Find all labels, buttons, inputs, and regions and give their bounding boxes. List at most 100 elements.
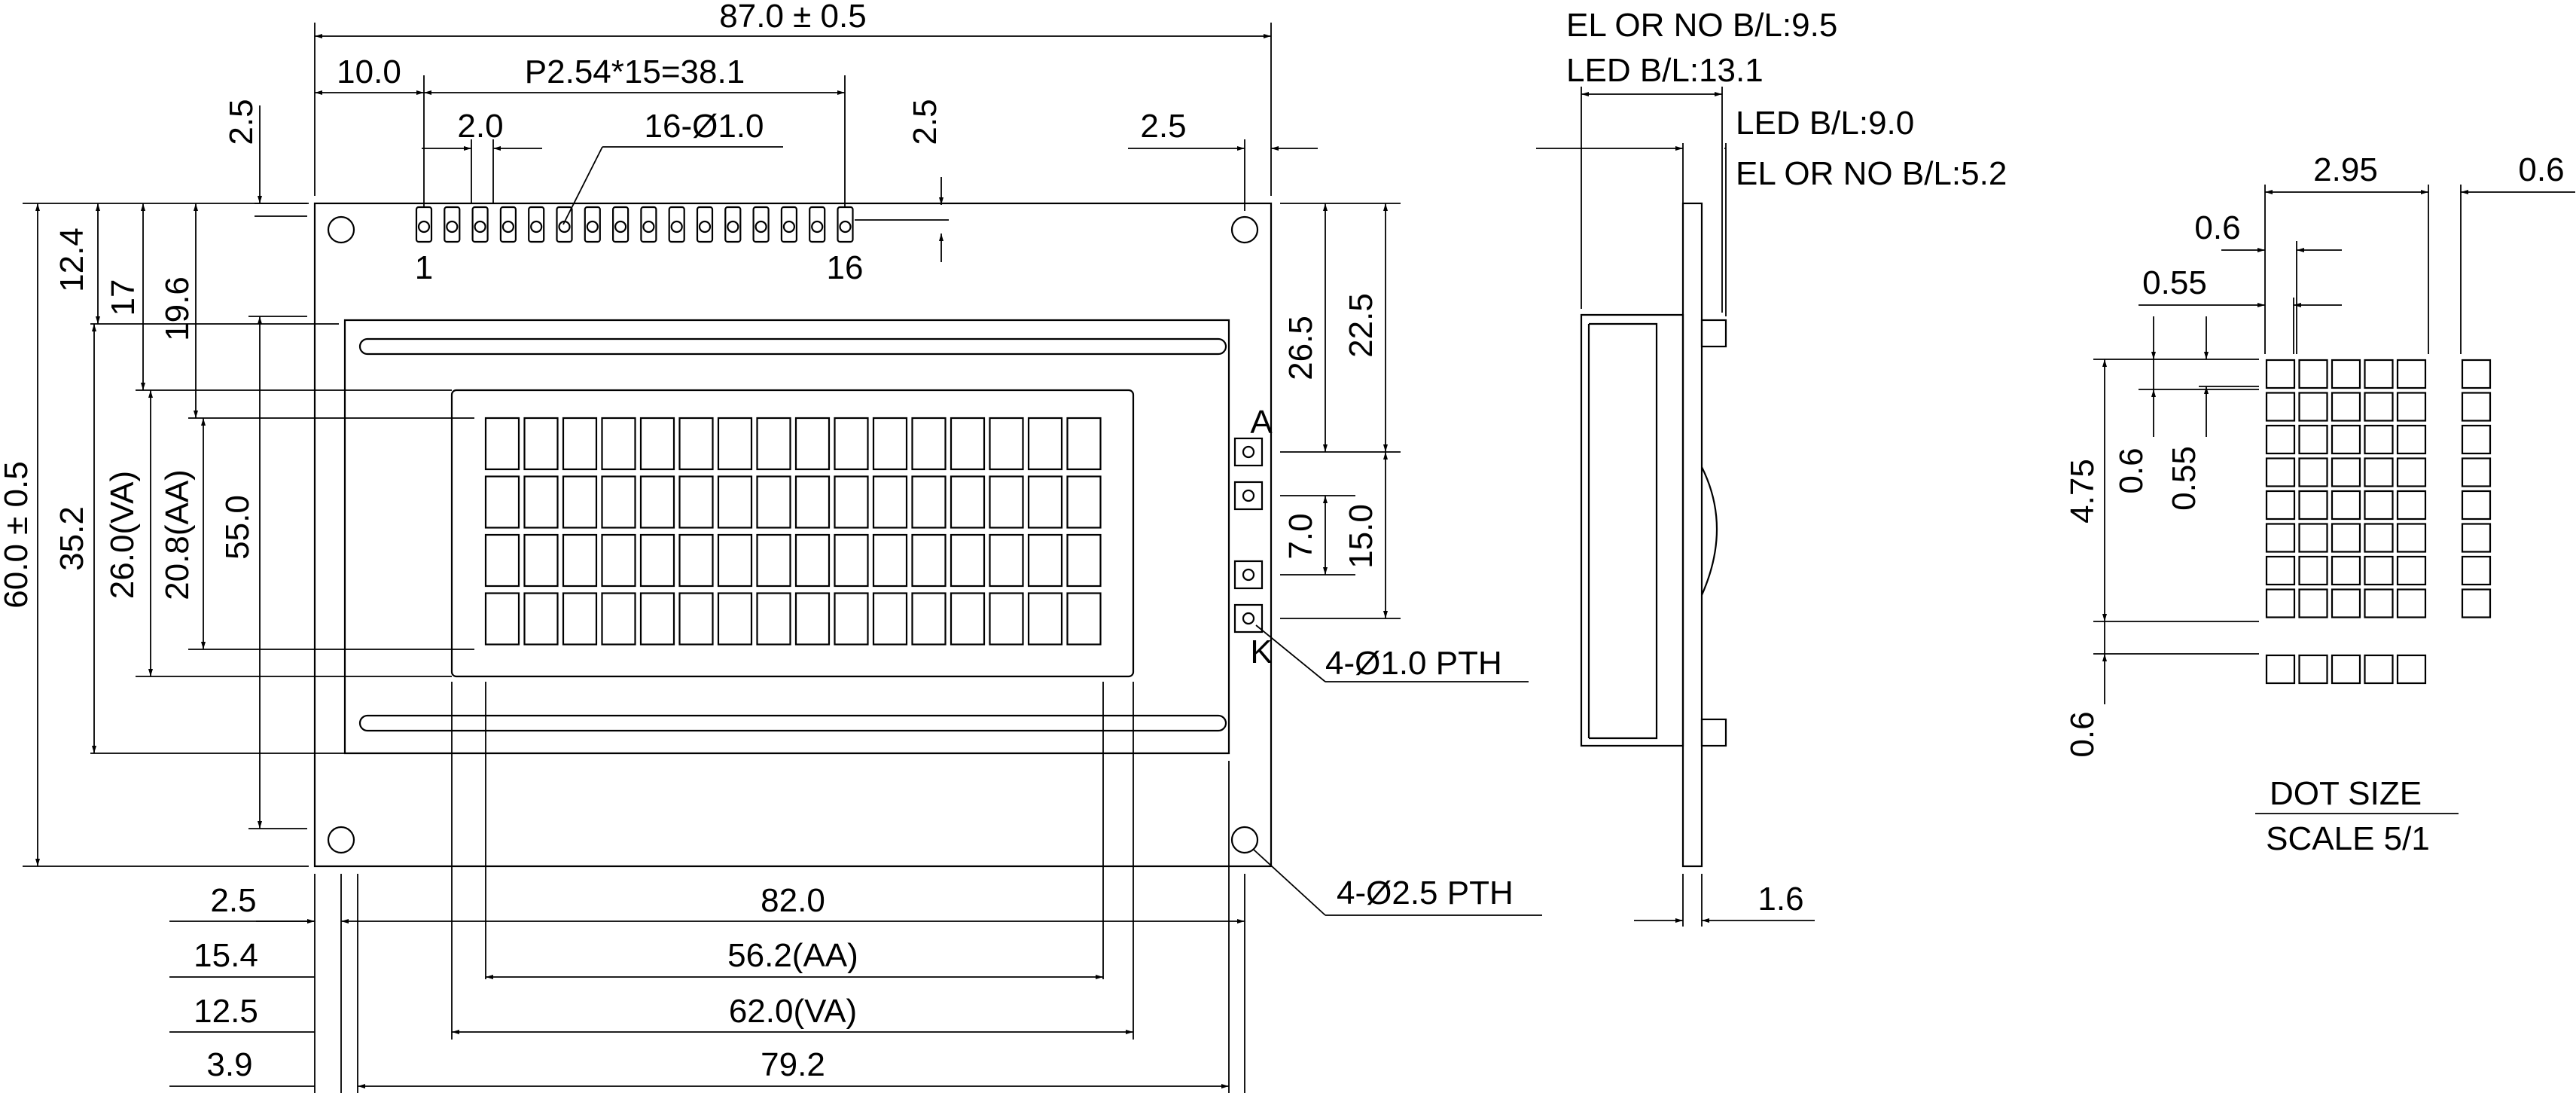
dim-26-5-label: 26.5 bbox=[1282, 316, 1319, 380]
pcb-outline bbox=[313, 202, 1273, 868]
character-cell bbox=[911, 533, 947, 588]
dot-cell-next bbox=[2461, 392, 2492, 422]
pin-holes-label: 16-Ø1.0 bbox=[645, 108, 764, 145]
bottom-dimensions: 2.5 82.0 15.4 56.2(AA) 12.5 62.0(VA) 3.9… bbox=[169, 682, 1245, 1093]
dot-cell bbox=[2265, 490, 2296, 521]
pin-pad bbox=[752, 206, 770, 243]
dot-cell bbox=[2364, 555, 2394, 586]
character-grid bbox=[484, 417, 1102, 646]
anode-label: A bbox=[1250, 404, 1273, 441]
dot-cell bbox=[2298, 523, 2328, 553]
character-cell bbox=[678, 592, 714, 646]
character-cell bbox=[601, 475, 636, 529]
character-cell bbox=[523, 417, 559, 471]
character-cell bbox=[911, 592, 947, 646]
character-cell bbox=[601, 417, 636, 471]
dot-cell bbox=[2364, 523, 2394, 553]
dot-cell bbox=[2298, 392, 2328, 422]
led-total-label: LED B/L:13.1 bbox=[1566, 52, 1764, 89]
b-12-5-label: 12.5 bbox=[194, 993, 258, 1030]
led-hole-k bbox=[1242, 612, 1255, 625]
pin-hole bbox=[727, 220, 739, 234]
character-cell bbox=[562, 475, 598, 529]
character-cell bbox=[989, 592, 1024, 646]
led-pad-a bbox=[1233, 437, 1264, 467]
led-hole-a bbox=[1242, 445, 1255, 459]
overall-width-label: 87.0 ± 0.5 bbox=[719, 0, 866, 35]
dot-cell bbox=[2396, 588, 2427, 618]
dim-15-label: 15.0 bbox=[1343, 504, 1379, 569]
character-cell bbox=[601, 592, 636, 646]
mount-hole-br bbox=[1230, 826, 1259, 854]
b-aa-label: 56.2(AA) bbox=[727, 937, 858, 974]
pin-pad bbox=[584, 206, 601, 243]
dot-cell bbox=[2331, 359, 2361, 389]
pin-pad bbox=[640, 206, 657, 243]
character-cell bbox=[523, 533, 559, 588]
dot-cell bbox=[2331, 490, 2361, 521]
character-cell bbox=[834, 475, 869, 529]
b-82-label: 82.0 bbox=[761, 882, 825, 919]
dot-cell bbox=[2396, 523, 2427, 553]
pin-pad bbox=[696, 206, 714, 243]
dot-size-view: 2.95 0.6 0.6 0.55 4.75 0.6 0.55 0.6 DOT … bbox=[2064, 151, 2575, 857]
dim-17-label: 17 bbox=[105, 279, 142, 316]
led-pad-3 bbox=[1233, 560, 1264, 590]
character-cell bbox=[834, 592, 869, 646]
dim-12-4-label: 12.4 bbox=[53, 227, 90, 292]
pin-pad bbox=[499, 206, 517, 243]
pin-top-label: 2.5 bbox=[223, 99, 260, 145]
side-pcb bbox=[1681, 202, 1703, 868]
dot-cell bbox=[2265, 523, 2296, 553]
dot-cell bbox=[2331, 588, 2361, 618]
dot-cell bbox=[2298, 359, 2328, 389]
side-lcd-glass bbox=[1589, 322, 1658, 740]
dot-cell bbox=[2298, 588, 2328, 618]
dot-cell bbox=[2396, 555, 2427, 586]
dot-cell bbox=[2396, 392, 2427, 422]
dim-19-6-label: 19.6 bbox=[159, 276, 196, 341]
led-hole-2 bbox=[1242, 489, 1255, 502]
pin-hole bbox=[474, 220, 486, 234]
dot-cell bbox=[2265, 392, 2296, 422]
dot-cell-next bbox=[2461, 424, 2492, 455]
side-component bbox=[1700, 466, 1718, 596]
character-cell bbox=[872, 417, 908, 471]
dot-cell bbox=[2265, 424, 2296, 455]
b-3-9-label: 3.9 bbox=[206, 1046, 252, 1083]
top-dimensions: 87.0 ± 0.5 10.0 P2.54*15=38.1 2.0 16-Ø1.… bbox=[223, 0, 1318, 286]
pin-offset-label: 10.0 bbox=[337, 53, 401, 90]
pin-hole bbox=[755, 220, 767, 234]
dot-v-0-55-label: 0.55 bbox=[2166, 446, 2203, 511]
pin-hole bbox=[501, 220, 515, 234]
side-pin-bottom bbox=[1700, 718, 1727, 747]
character-cell bbox=[872, 533, 908, 588]
character-cell bbox=[794, 417, 831, 471]
character-cell bbox=[872, 592, 908, 646]
character-cell bbox=[1027, 533, 1063, 588]
dot-cell bbox=[2298, 490, 2328, 521]
bezel bbox=[343, 319, 1230, 755]
led-pad-k bbox=[1233, 603, 1264, 634]
character-cell bbox=[562, 417, 598, 471]
character-cell bbox=[484, 417, 520, 471]
character-cell bbox=[562, 533, 598, 588]
dot-v-0-6-label: 0.6 bbox=[2113, 447, 2150, 493]
character-cell bbox=[989, 475, 1024, 529]
pin-hole bbox=[811, 220, 824, 234]
dim-35-2-label: 35.2 bbox=[53, 506, 90, 571]
character-cell bbox=[872, 475, 908, 529]
dot-matrix bbox=[2265, 359, 2492, 685]
pin-hole bbox=[782, 220, 796, 234]
pin-pad bbox=[724, 206, 742, 243]
pin-pitch-label: P2.54*15=38.1 bbox=[525, 53, 745, 90]
led-pad-2 bbox=[1233, 481, 1264, 511]
cursor-dot-cell bbox=[2331, 654, 2361, 685]
el-module-label: EL OR NO B/L:5.2 bbox=[1736, 155, 2007, 192]
pin-pad bbox=[556, 206, 573, 243]
dot-cell-next bbox=[2461, 359, 2492, 389]
dot-cell bbox=[2331, 424, 2361, 455]
character-cell bbox=[639, 533, 675, 588]
dot-cell bbox=[2396, 359, 2427, 389]
